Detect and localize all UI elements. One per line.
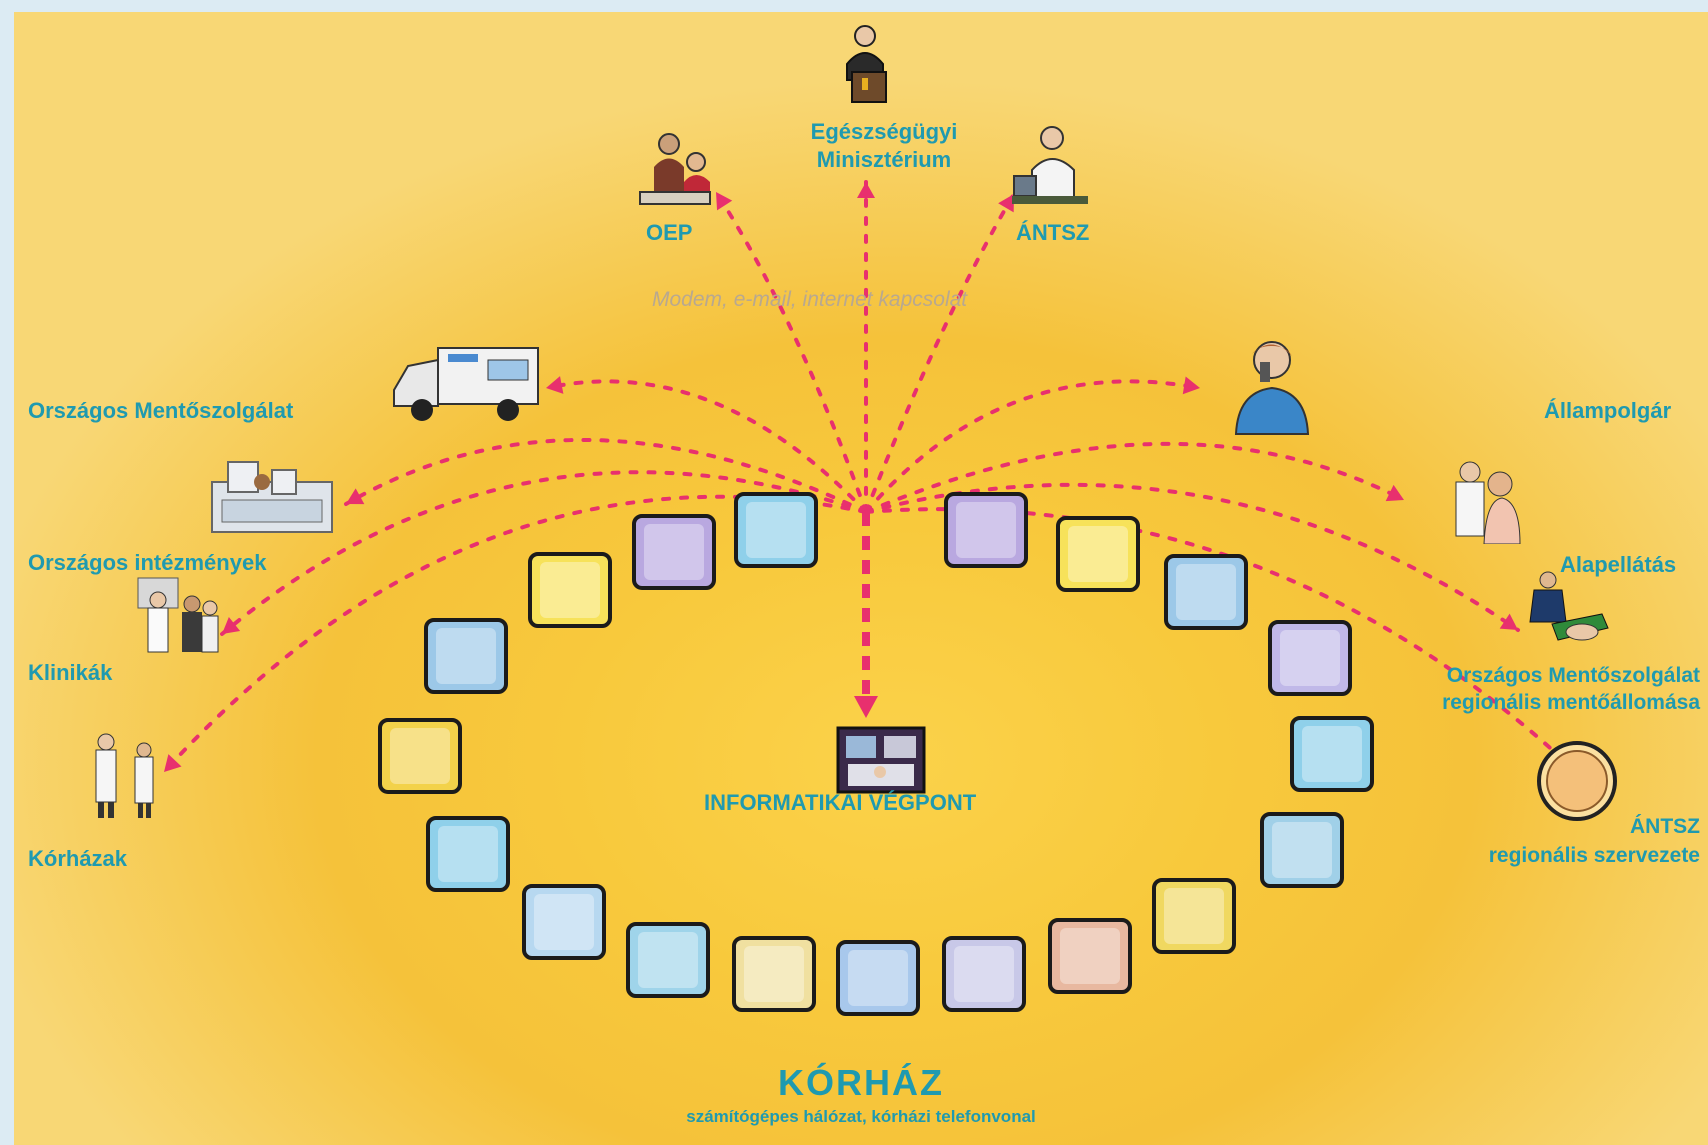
arrow-to-mentoszolgalat bbox=[544, 379, 868, 514]
footer-subtitle: számítógépes hálózat, kórházi telefonvon… bbox=[686, 1107, 1036, 1126]
tile-figure bbox=[746, 502, 806, 558]
neurology-icon bbox=[426, 816, 510, 892]
physio-icon bbox=[944, 492, 1028, 568]
arrow-to-oep bbox=[714, 190, 868, 514]
rescue-icon bbox=[1529, 571, 1609, 641]
pediatrics-icon bbox=[626, 922, 710, 998]
xray-cabinet-icon bbox=[1164, 554, 1248, 630]
urology-icon bbox=[1260, 812, 1344, 888]
tile-figure bbox=[1060, 928, 1120, 984]
primary-care-icon bbox=[1455, 461, 1521, 544]
pharmacy-rx-icon bbox=[1048, 918, 1132, 994]
tile-figure bbox=[436, 628, 496, 684]
frame-border-left bbox=[0, 0, 14, 1145]
spine-icon bbox=[378, 718, 462, 794]
label-ministry-line1: Egészségügyi bbox=[810, 119, 958, 144]
frame-border-top bbox=[0, 0, 1708, 12]
microbiology-icon bbox=[522, 884, 606, 960]
hospital-doctors-icon bbox=[95, 733, 154, 818]
orthopedics-icon bbox=[836, 940, 920, 1016]
tile-figure bbox=[534, 894, 594, 950]
ministry-speaker-icon bbox=[846, 25, 887, 103]
institutions-icon bbox=[211, 461, 333, 533]
label-antsz: ÁNTSZ bbox=[1016, 220, 1090, 245]
tile-figure bbox=[954, 946, 1014, 1002]
arrow-to-intezmenyek bbox=[344, 438, 868, 514]
tile-figure bbox=[1272, 822, 1332, 878]
tile-figure bbox=[644, 524, 704, 580]
arrow-to-korhazak-head bbox=[164, 754, 182, 772]
ambulance-icon bbox=[393, 347, 539, 421]
newborn-icon bbox=[1268, 620, 1352, 696]
cardiology-icon bbox=[528, 552, 612, 628]
arrow-to-antsz bbox=[864, 192, 1016, 514]
tile-figure bbox=[390, 728, 450, 784]
anatomy-icon bbox=[632, 514, 716, 590]
arrow-to-hub-head bbox=[854, 696, 878, 718]
ophthalmology-icon bbox=[1290, 716, 1374, 792]
blood-icon bbox=[1152, 878, 1236, 954]
tile-figure bbox=[1068, 526, 1128, 582]
footer-title: KÓRHÁZ bbox=[778, 1062, 944, 1103]
oep-office-icon bbox=[639, 133, 711, 205]
arrow-to-alapellatas-head bbox=[1385, 484, 1404, 502]
tile-figure bbox=[744, 946, 804, 1002]
infusion-icon bbox=[1056, 516, 1140, 592]
label-korhazak: Kórházak bbox=[28, 846, 128, 871]
arrow-to-allampolgar-head bbox=[1182, 376, 1200, 395]
diagram-canvas: Egészségügyi Minisztérium OEP ÁNTSZ Mode… bbox=[14, 12, 1708, 1145]
tile-figure bbox=[638, 932, 698, 988]
xray-icon bbox=[942, 936, 1026, 1012]
label-intezmenyek: Országos intézmények bbox=[28, 550, 267, 575]
clinic-doctors-icon bbox=[137, 577, 219, 653]
surgery-icon bbox=[732, 936, 816, 1012]
arrow-to-klinikak-head bbox=[222, 616, 241, 634]
arrow-to-antsz-head bbox=[998, 194, 1014, 213]
arrow-to-mentoszolgalat-head bbox=[546, 376, 564, 394]
arrow-to-regional-amb-head bbox=[1499, 613, 1518, 630]
arrow-to-allampolgar bbox=[864, 379, 1202, 514]
label-hub: INFORMATIKAI VÉGPONT bbox=[704, 790, 977, 815]
tile-figure bbox=[1280, 630, 1340, 686]
arrow-to-klinikak bbox=[220, 470, 868, 636]
tile-figure bbox=[848, 950, 908, 1006]
tile-figure bbox=[1302, 726, 1362, 782]
citizen-icon bbox=[1234, 341, 1310, 435]
label-regional-antsz-line1: ÁNTSZ bbox=[1630, 815, 1700, 838]
antsz-seal-icon bbox=[1537, 741, 1617, 821]
label-klinikak: Klinikák bbox=[28, 660, 113, 685]
antsz-doctor-icon bbox=[1012, 126, 1088, 204]
arrow-to-intezmenyek-head bbox=[346, 488, 365, 505]
tile-figure bbox=[540, 562, 600, 618]
arrow-to-regional-amb bbox=[864, 482, 1520, 632]
tile-figure bbox=[1164, 888, 1224, 944]
label-regional-ambulance-line1: Országos Mentőszolgálat bbox=[1446, 664, 1700, 687]
label-ministry-line2: Minisztérium bbox=[816, 147, 952, 172]
label-allampolgar: Állampolgár bbox=[1544, 398, 1672, 423]
label-regional-ambulance: Országos Mentőszolgálat regionális mentő… bbox=[1350, 662, 1700, 716]
arrow-to-alapellatas bbox=[864, 441, 1406, 514]
patient-bed-icon bbox=[734, 492, 818, 568]
tile-figure bbox=[956, 502, 1016, 558]
label-ministry: Egészségügyi Minisztérium bbox=[784, 118, 984, 174]
arrow-to-ministry-head bbox=[857, 182, 875, 198]
connection-note: Modem, e-mail, internet kapcsolat bbox=[652, 288, 968, 311]
computer-terminal-icon bbox=[836, 726, 926, 794]
pulmonology-icon bbox=[424, 618, 508, 694]
label-oep: OEP bbox=[646, 220, 693, 245]
tile-figure bbox=[438, 826, 498, 882]
label-mentoszolgalat: Országos Mentőszolgálat bbox=[28, 398, 294, 423]
label-regional-ambulance-line2: regionális mentőállomása bbox=[1442, 691, 1700, 714]
label-regional-antsz: ÁNTSZ regionális szervezete bbox=[1400, 812, 1700, 870]
tile-figure bbox=[1176, 564, 1236, 620]
label-regional-antsz-line2: regionális szervezete bbox=[1488, 844, 1700, 867]
arrow-to-oep-head bbox=[716, 192, 733, 211]
label-alapellatas: Alapellátás bbox=[1560, 552, 1677, 577]
